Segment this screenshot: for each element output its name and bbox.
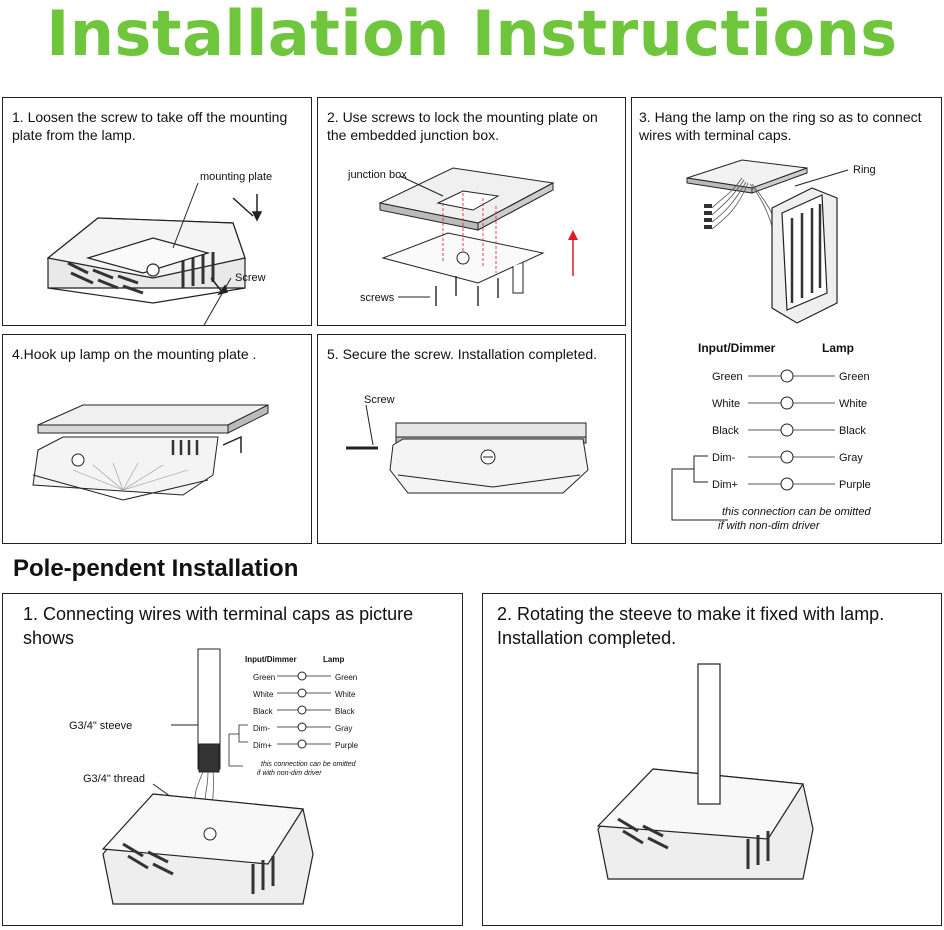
terminal-cap-icon bbox=[780, 369, 794, 383]
step-1-illustration: mounting plate Screw bbox=[46, 171, 272, 325]
wiring-input-green: Green bbox=[712, 371, 743, 383]
pole-step-1-illustration: G3/4" steeve G3/4" thread Input/Dimmer L… bbox=[69, 648, 359, 905]
wiring-lamp-black: Black bbox=[335, 707, 356, 716]
mini-wiring-header-lamp: Lamp bbox=[323, 655, 344, 664]
wiring-header-lamp: Lamp bbox=[822, 341, 854, 355]
ring-label: Ring bbox=[853, 164, 876, 176]
terminal-cap-icon bbox=[297, 688, 307, 698]
direction-arrows bbox=[210, 194, 263, 296]
step-2-panel: 2. Use screws to lock the mounting plate… bbox=[317, 97, 626, 326]
step-2-illustration: junction box screws bbox=[347, 167, 578, 306]
page-title: Installation Instructions bbox=[46, 0, 898, 70]
terminal-cap-icon bbox=[780, 477, 794, 491]
pole-section-heading: Pole-pendent Installation bbox=[13, 555, 299, 582]
thread-label: G3/4" thread bbox=[83, 773, 145, 785]
wiring-lamp-purple: Purple bbox=[335, 741, 359, 750]
terminal-cap-icon bbox=[780, 423, 794, 437]
screw-label-step5: Screw bbox=[364, 394, 395, 406]
screws-label: screws bbox=[360, 292, 395, 304]
wiring-lamp-white: White bbox=[335, 690, 356, 699]
steeve-label: G3/4" steeve bbox=[69, 720, 132, 732]
wiring-input-white: White bbox=[712, 398, 740, 410]
wiring-lamp-purple: Purple bbox=[839, 479, 871, 491]
wiring-input-dim-: Dim- bbox=[712, 452, 736, 464]
wiring-lamp-black: Black bbox=[839, 425, 866, 437]
step-1-text: 1. Loosen the screw to take off the moun… bbox=[12, 109, 288, 143]
terminal-cap-icon bbox=[780, 396, 794, 410]
step-5-illustration: Screw bbox=[346, 394, 589, 494]
terminal-cap-icon bbox=[297, 671, 307, 681]
pole-step-2-text: 2. Rotating the steeve to make it fixed … bbox=[497, 604, 885, 648]
wiring-input-dim-: Dim+ bbox=[253, 741, 272, 750]
lamp-drawing bbox=[46, 217, 246, 304]
wiring-lamp-white: White bbox=[839, 398, 867, 410]
step-5-text: 5. Secure the screw. Installation comple… bbox=[327, 346, 598, 362]
step-4-text: 4.Hook up lamp on the mounting plate . bbox=[12, 346, 257, 362]
wiring-header-input: Input/Dimmer bbox=[698, 341, 776, 355]
terminal-cap-icon bbox=[297, 705, 307, 715]
wiring-input-dim-: Dim+ bbox=[712, 479, 738, 491]
wiring-lamp-gray: Gray bbox=[839, 452, 863, 464]
step-4-panel: 4.Hook up lamp on the mounting plate . bbox=[2, 334, 312, 544]
wiring-note-line1: this connection can be omitted bbox=[722, 506, 871, 518]
pole-step-2-illustration bbox=[596, 663, 814, 880]
step-5-panel: 5. Secure the screw. Installation comple… bbox=[317, 334, 626, 544]
junction-box-label: junction box bbox=[347, 169, 407, 181]
up-arrow-icon bbox=[568, 230, 578, 276]
step-3-text: 3. Hang the lamp on the ring so as to co… bbox=[639, 109, 922, 143]
step-2-text: 2. Use screws to lock the mounting plate… bbox=[327, 109, 598, 143]
wiring-input-black: Black bbox=[712, 425, 739, 437]
mini-wiring-header-input: Input/Dimmer bbox=[245, 655, 297, 664]
wiring-input-black: Black bbox=[253, 707, 274, 716]
step-1-panel: 1. Loosen the screw to take off the moun… bbox=[2, 97, 312, 326]
terminal-cap-icon bbox=[297, 722, 307, 732]
screw-label: Screw bbox=[235, 272, 266, 284]
step-3-panel: 3. Hang the lamp on the ring so as to co… bbox=[631, 97, 942, 544]
wiring-note-line2: if with non-dim driver bbox=[718, 520, 821, 532]
wiring-input-white: White bbox=[253, 690, 274, 699]
mini-note-line1: this connection can be omitted bbox=[261, 761, 357, 768]
wiring-input-dim-: Dim- bbox=[253, 724, 270, 733]
mounting-plate-label: mounting plate bbox=[200, 171, 272, 183]
pole-step-1-text: 1. Connecting wires with terminal caps a… bbox=[23, 604, 414, 648]
wiring-input-green: Green bbox=[253, 673, 275, 682]
step-4-illustration bbox=[32, 404, 269, 501]
terminal-cap-icon bbox=[297, 739, 307, 749]
wiring-lamp-gray: Gray bbox=[335, 724, 352, 733]
terminal-cap-icon bbox=[780, 450, 794, 464]
wiring-lamp-green: Green bbox=[839, 371, 870, 383]
pole-step-1-panel: 1. Connecting wires with terminal caps a… bbox=[2, 593, 463, 926]
mini-note-line2: if with non-dim driver bbox=[257, 770, 322, 777]
pole-step-2-panel: 2. Rotating the steeve to make it fixed … bbox=[482, 593, 942, 926]
wiring-lamp-green: Green bbox=[335, 673, 357, 682]
